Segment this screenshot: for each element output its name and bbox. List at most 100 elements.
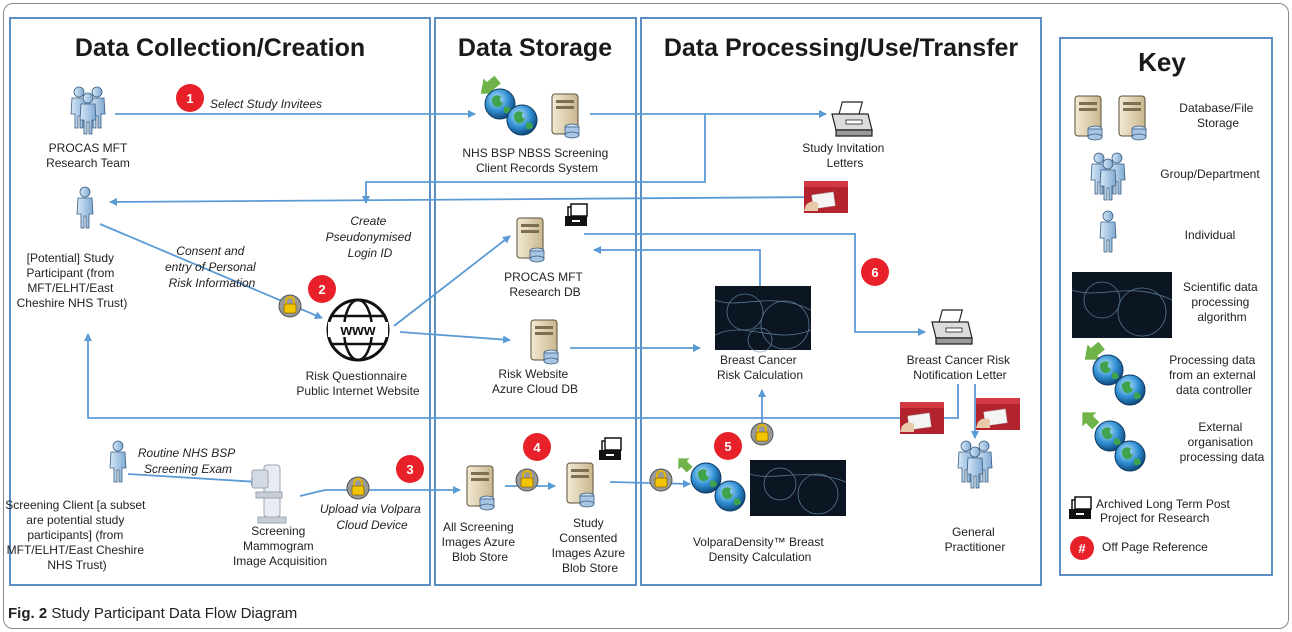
caption-text: Study Participant Data Flow Diagram: [51, 605, 298, 622]
volpara-icon: [678, 458, 847, 516]
routine-exam-label: Screening Exam: [144, 462, 232, 476]
participant-label: [Potential] Study: [27, 251, 114, 265]
consent-label: entry of Personal: [165, 260, 256, 274]
svg-text:Breast Cancer Risk Calcula: Breast Cancer Risk Calculation: [717, 353, 803, 382]
participant-icon: [76, 186, 94, 229]
panel-processing: [640, 17, 1042, 586]
reference-badge: 6: [871, 265, 878, 280]
svg-text:Study Consented Images: Study Consented Images Azure Blob Store: [552, 516, 629, 575]
consented-images-icon: [566, 462, 595, 508]
key-offpage-label: Off Page Reference: [1102, 540, 1208, 554]
reference-badge: 4: [533, 440, 541, 455]
consented-images-label: Images Azure: [552, 546, 626, 560]
select-invitees-label: Select Study Invitees: [210, 97, 322, 111]
screening-client-icon: [109, 440, 127, 483]
title-processing: Data Processing/Use/Transfer: [664, 34, 1019, 62]
key-external-org-label: External: [1198, 420, 1242, 434]
svg-text:Upload via Volpara Cloud D: Upload via Volpara Cloud Device: [320, 502, 424, 532]
svg-text:Study Invitation Letters: Study Invitation Letters: [802, 141, 887, 170]
printer-icon: [831, 101, 873, 137]
key-group-icon: [1091, 153, 1125, 200]
pseudonymised-label: Pseudonymised: [326, 230, 412, 244]
risk-calc-label: Risk Calculation: [717, 368, 803, 382]
key-external-controller-label: Processing data: [1169, 353, 1255, 367]
nbss-icon: [480, 75, 580, 139]
nbss-label: Client Records System: [476, 161, 598, 175]
procas-db-label: Research DB: [509, 285, 580, 299]
encryption-lock-icon: [649, 468, 673, 492]
key-algorithm-label: algorithm: [1197, 310, 1246, 324]
all-images-label: Blob Store: [452, 550, 508, 564]
key-offpage-symbol: #: [1078, 541, 1086, 556]
svg-text:Risk Questionnaire Public: Risk Questionnaire Public Internet Websi…: [296, 369, 420, 398]
upload-label: Upload via Volpara: [320, 502, 421, 516]
invitation-letters-label: Study Invitation: [802, 141, 884, 155]
key-external-controller-icon: [1084, 341, 1146, 406]
participant-label: Participant (from: [26, 266, 114, 280]
svg-text:Consent and entry of Perso: Consent and entry of Personal Risk Infor…: [165, 244, 259, 290]
svg-text:Create Pseudonymised L: Create Pseudonymised Login ID: [326, 214, 415, 260]
archive-icon: [598, 437, 622, 461]
svg-text:Breast Cancer Risk Notific: Breast Cancer Risk Notification Letter: [907, 353, 1014, 382]
screening-client-label: NHS Trust): [47, 558, 106, 572]
key-external-org-icon: [1082, 412, 1146, 472]
flow-arrows: [84, 110, 979, 497]
archive-icon: [564, 203, 588, 227]
printer-icon: [931, 309, 973, 345]
svg-text:All Screening Images Azure: All Screening Images Azure Blob Store: [442, 520, 519, 564]
nbss-label: NHS BSP NBSS Screening: [462, 146, 608, 160]
website-label: Risk Questionnaire: [306, 369, 408, 383]
invitation-letters-label: Letters: [827, 156, 864, 170]
title-key: Key: [1138, 47, 1186, 77]
key-algorithm-icon: [1071, 272, 1173, 338]
encryption-lock-icon: [346, 476, 370, 500]
mammogram-label: Mammogram: [243, 539, 314, 553]
mammogram-icon: [251, 464, 287, 524]
svg-text:Screening Mammogram Im: Screening Mammogram Image Acquisition: [233, 524, 327, 568]
website-icon: www: [326, 298, 390, 362]
reference-badge: 3: [406, 462, 413, 477]
procas-team-icon: [71, 87, 105, 134]
notification-letter-label: Notification Letter: [913, 368, 1006, 382]
reference-badge: 1: [186, 91, 193, 106]
mailbox-icon: [899, 401, 945, 435]
procas-team-label: Research Team: [46, 156, 130, 170]
key-database-label: Storage: [1197, 116, 1239, 130]
algorithm-icon: [714, 286, 812, 353]
figure-caption: Fig. 2 Study Participant Data Flow Diagr…: [8, 605, 297, 622]
svg-text:General Practitioner: General Practitioner: [945, 525, 1006, 554]
panel-collection: [9, 17, 431, 586]
pseudonymised-label: Create: [350, 214, 386, 228]
key-archive-label: Archived Long Term Post: [1096, 497, 1231, 511]
website-label: Public Internet Website: [296, 384, 420, 398]
risk-db-icon: [530, 319, 559, 365]
pseudonymised-label: Login ID: [348, 246, 393, 260]
key-external-org-label: organisation: [1188, 435, 1253, 449]
all-images-label: Images Azure: [442, 535, 516, 549]
participant-label: Cheshire NHS Trust): [17, 296, 128, 310]
volpara-label: Density Calculation: [709, 550, 812, 564]
panel-storage: [434, 17, 637, 586]
key-database-label: Database/File: [1179, 101, 1253, 115]
key-archive-label: Project for Research: [1100, 511, 1209, 525]
screening-client-label: are potential study: [26, 513, 124, 527]
key-algorithm-label: processing: [1191, 295, 1249, 309]
panel-key: [1059, 37, 1273, 576]
svg-text:Scientific data processing: Scientific data processing algorithm: [1183, 280, 1261, 324]
participant-label: MFT/ELHT/East: [27, 281, 114, 295]
risk-db-label: Azure Cloud DB: [492, 382, 578, 396]
volpara-label: VolparaDensity™ Breast: [693, 535, 824, 549]
procas-team-label: PROCAS MFT: [49, 141, 128, 155]
svg-text:[Potential] Study Particip: [Potential] Study Participant (from MFT/…: [17, 251, 128, 310]
gp-icon: [958, 441, 992, 488]
consented-images-label: Study: [573, 516, 604, 530]
svg-text:NHS BSP NBSS Screening Cli: NHS BSP NBSS Screening Client Records Sy…: [462, 146, 611, 175]
notification-letter-label: Breast Cancer Risk: [907, 353, 1011, 367]
reference-badges: 1 2 3 4 5 6: [176, 84, 889, 483]
key-database-icon: [1074, 95, 1103, 141]
encryption-lock-icon: [278, 294, 302, 318]
reference-badge: 2: [318, 282, 325, 297]
svg-text:External organisation: External organisation processing data: [1180, 420, 1265, 464]
consented-images-label: Blob Store: [562, 561, 618, 575]
screening-client-label: Screening Client [a subset: [5, 498, 146, 512]
